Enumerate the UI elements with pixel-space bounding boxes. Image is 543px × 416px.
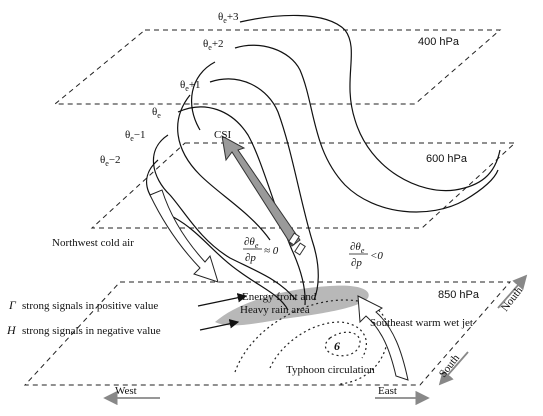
theta-label-plus2: θe+2 (203, 38, 224, 52)
theta-inner-contour-b (191, 61, 216, 131)
svg-text:∂p: ∂p (351, 257, 362, 269)
southeast-jet-label: Southeast warm wet jet (370, 317, 473, 329)
svg-text:<0: <0 (370, 250, 383, 262)
east-label: East (378, 385, 397, 397)
theta-line-plus2 (234, 44, 499, 213)
theta-line-minus2 (146, 159, 289, 311)
svg-text:Γ: Γ (8, 298, 17, 312)
gamma-arrow (197, 293, 248, 307)
svg-text:≈ 0: ≈ 0 (264, 245, 279, 257)
north-arrow (497, 274, 528, 309)
theta-line-plus3 (239, 14, 501, 192)
theta-line-plus1 (209, 78, 319, 301)
svg-text:∂θe: ∂θe (244, 236, 259, 250)
csi-label: CSI (214, 129, 231, 141)
theta-label-plus3: θe+3 (218, 11, 239, 25)
fraction-right: ∂θe ∂p <0 (349, 241, 383, 269)
west-label: West (115, 385, 137, 397)
northwest-cold-air-label: Northwest cold air (52, 237, 134, 249)
gamma-signal-label: Γ strong signals in positive value (8, 298, 158, 312)
theta-inner-contour-a (177, 94, 271, 241)
svg-text:strong signals in negative val: strong signals in negative value (22, 325, 161, 337)
typhoon-ring-inner (324, 331, 361, 357)
theta-label-minus1: θe−1 (125, 129, 146, 143)
typhoon-symbol: 6 (334, 339, 340, 353)
south-arrow (438, 351, 469, 386)
plane-600hpa (90, 142, 517, 229)
svg-text:strong signals in positive val: strong signals in positive value (22, 300, 158, 312)
level-label-600: 600 hPa (426, 153, 468, 165)
theta-label-0: θe (152, 106, 161, 120)
theta-label-minus2: θe−2 (100, 154, 121, 168)
theta-line-minus1 (152, 134, 297, 301)
svg-text:∂θe: ∂θe (350, 241, 365, 255)
level-label-850: 850 hPa (438, 289, 480, 301)
plane-850hpa (23, 281, 512, 386)
svg-text:H: H (6, 323, 17, 337)
typhoon-ring-middle (269, 321, 367, 369)
south-label: South (437, 352, 463, 380)
level-label-400: 400 hPa (418, 36, 460, 48)
theta-label-plus1: θe+1 (180, 79, 201, 93)
typhoon-circulation-label: Typhoon circulation (286, 364, 375, 376)
svg-text:∂p: ∂p (245, 252, 256, 264)
fraction-left: ∂θe ∂p ≈ 0 (243, 236, 279, 264)
north-label: Nouth (499, 284, 526, 313)
southeast-jet-arrow (357, 295, 409, 381)
theta-line-0 (177, 106, 306, 306)
energy-front-label: Energy front and (242, 291, 317, 303)
northwest-cold-air-arrow (149, 189, 219, 283)
h-signal-label: H strong signals in negative value (6, 323, 161, 337)
h-arrow (199, 319, 240, 331)
csi-arrow (221, 135, 306, 256)
heavy-rain-area (215, 285, 369, 326)
plane-400hpa (53, 29, 502, 105)
heavy-rain-label: Heavy rain area (240, 304, 310, 316)
